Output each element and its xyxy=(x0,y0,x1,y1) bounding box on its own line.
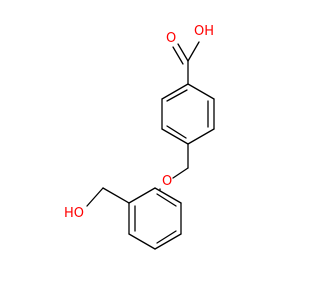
bond-c-o-double-1 xyxy=(177,43,189,62)
hydroxymethyl-label: HO xyxy=(64,206,84,221)
carboxyl-oxo-label: O xyxy=(166,31,176,46)
bond-ring2-inner-3 xyxy=(156,193,177,207)
bond-ring2-4 xyxy=(154,233,182,250)
carboxyl-hydroxyl-label: OH xyxy=(194,24,214,39)
bond-ring1-6 xyxy=(187,83,215,100)
bond-ch2-to-o xyxy=(172,167,189,179)
bond-ring1-inner-2 xyxy=(166,125,187,139)
molecule-drawing: O OH O HO xyxy=(64,24,215,250)
bond-c-oh xyxy=(187,41,200,62)
bond-ch2-to-ho xyxy=(86,187,104,207)
bond-ring2-1 xyxy=(128,187,156,204)
bond-ring1-3 xyxy=(161,128,189,145)
bond-c-o-double-2 xyxy=(172,46,184,65)
bond-ring2-3 xyxy=(128,233,156,250)
bond-ring2-6 xyxy=(154,187,182,204)
bond-ring1-1 xyxy=(161,83,189,100)
bond-ring2-to-ch2 xyxy=(102,187,130,204)
bond-ring1-4 xyxy=(187,128,215,145)
bond-ring1-inner-1 xyxy=(166,89,188,102)
ether-oxygen-label: O xyxy=(162,174,172,189)
bond-ring2-inner-2 xyxy=(156,230,177,244)
structure-canvas: O OH O HO xyxy=(64,24,215,250)
